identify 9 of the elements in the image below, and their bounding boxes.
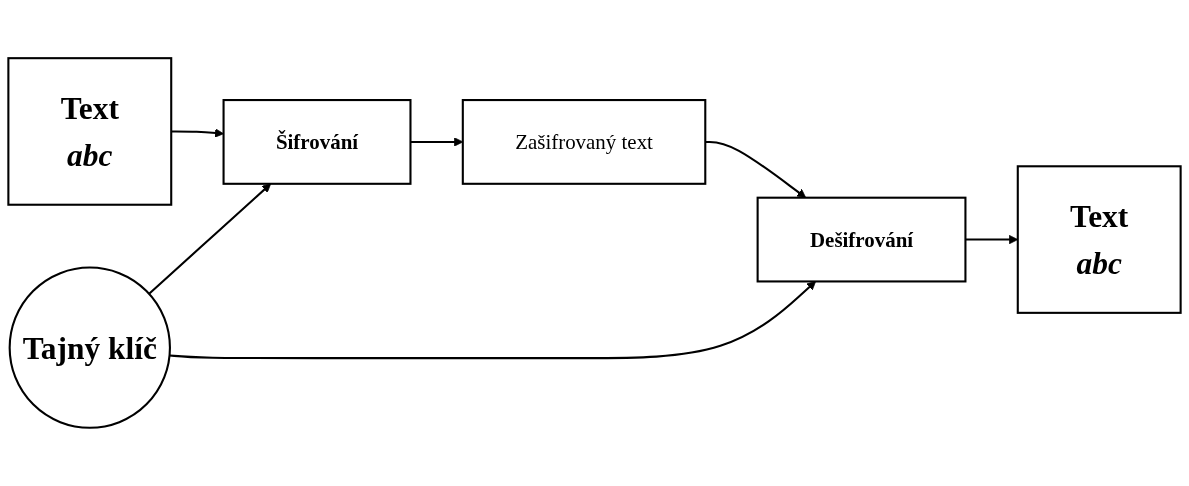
node-box: Šifrování — [222, 99, 412, 185]
node-box: Dešifrování — [756, 196, 967, 283]
node-circle: Tajný klíč — [8, 266, 171, 429]
node-box: Zašifrovaný text — [461, 99, 707, 185]
node-box: Text abc — [7, 57, 173, 206]
node-box: Text abc — [1016, 165, 1182, 314]
arrow — [148, 183, 272, 295]
arrow — [169, 281, 816, 360]
arrow — [171, 128, 224, 138]
